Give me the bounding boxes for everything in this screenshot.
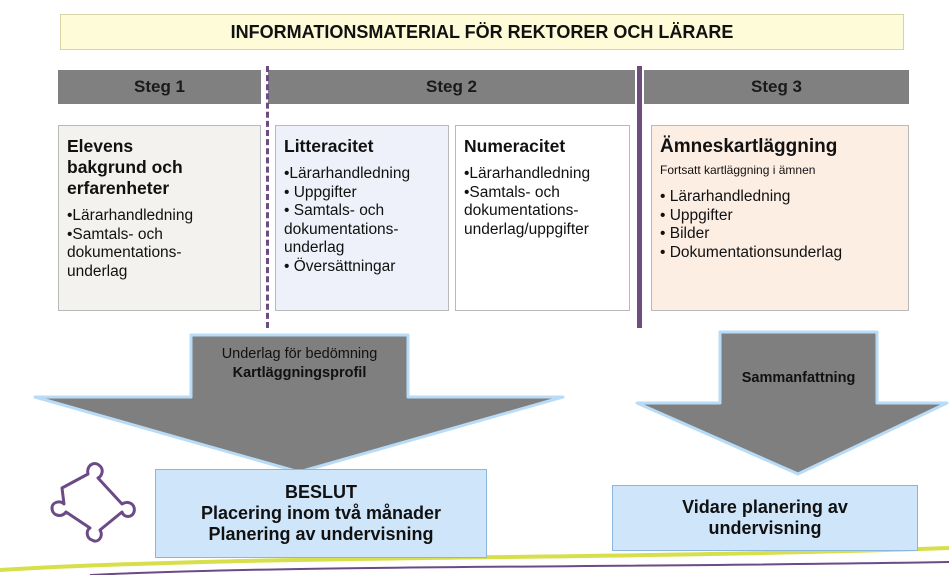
arrow-label-line-bold: Kartläggningsprofil — [232, 365, 367, 381]
main-title-box: INFORMATIONSMATERIAL FÖR REKTORER OCH LÄ… — [60, 14, 904, 50]
step-divider-dashed — [266, 66, 269, 328]
list-item: • Dokumentationsunderlag — [660, 243, 843, 261]
list-item: •Samtals- och — [67, 225, 163, 243]
card-numeracitet: Numeracitet •Lärarhandledning •Samtals- … — [455, 125, 630, 311]
step-1-header: Steg 1 — [58, 70, 261, 104]
left-arrow-shape — [33, 333, 565, 474]
list-item: underlag/uppgifter — [464, 220, 589, 238]
arrow-label-text: Sammanfattning — [741, 370, 856, 386]
list-item: underlag — [284, 239, 345, 256]
list-item: • Översättningar — [284, 257, 396, 275]
list-item: • Samtals- och — [284, 202, 385, 219]
left-arrow-label: Underlag för bedömning Kartläggningsprof… — [191, 345, 408, 383]
card-title: Numeracitet — [464, 136, 566, 156]
list-item: dokumentations- — [67, 244, 182, 261]
list-item: dokumentations- — [284, 220, 399, 238]
card-title: Ämneskartläggning — [660, 136, 838, 157]
main-title: INFORMATIONSMATERIAL FÖR REKTORER OCH LÄ… — [230, 21, 734, 42]
result-box-vidare-planering: Vidare planering av undervisning — [612, 485, 918, 551]
step-divider-solid — [637, 66, 642, 328]
list-item: • Bilder — [660, 225, 710, 242]
card-title: Elevens bakgrund och erfarenheter — [67, 136, 252, 199]
result-box-beslut: BESLUT Placering inom två månader Planer… — [155, 469, 487, 558]
card-elevens-bakgrund: Elevens bakgrund och erfarenheter •Lärar… — [58, 125, 261, 311]
card-subtitle: Fortsatt kartläggning i ämnen — [660, 163, 816, 177]
right-arrow-shape — [635, 330, 949, 476]
result-line: Planering av undervisning — [208, 524, 434, 544]
list-item: •Lärarhandledning — [464, 165, 591, 182]
card-title-line: erfarenheter — [67, 178, 170, 198]
step-2-label: Steg 2 — [425, 77, 478, 96]
puzzle-piece-icon — [50, 462, 136, 543]
card-amneskartlaggning: Ämneskartläggning Fortsatt kartläggning … — [651, 125, 909, 311]
card-title: Litteracitet — [284, 136, 374, 156]
list-item: • Uppgifter — [284, 183, 357, 201]
list-item: •Lärarhandledning — [67, 207, 194, 224]
card-litteracitet: Litteracitet •Lärarhandledning • Uppgift… — [275, 125, 449, 311]
result-line: BESLUT — [285, 482, 357, 502]
list-item: •Samtals- och — [464, 183, 560, 201]
step-1-label: Steg 1 — [133, 77, 186, 96]
step-2-header: Steg 2 — [268, 70, 635, 104]
result-line: Vidare planering av — [682, 497, 848, 517]
right-arrow-label: Sammanfattning — [716, 369, 881, 388]
list-item: • Lärarhandledning — [660, 188, 791, 205]
list-item: •Lärarhandledning — [284, 165, 411, 182]
card-title-line: Elevens — [67, 136, 134, 156]
arrow-label-line: Underlag för bedömning — [221, 346, 378, 362]
card-title-line: bakgrund och — [67, 157, 183, 177]
step-3-header: Steg 3 — [644, 70, 909, 104]
bottom-swoosh-purple — [89, 561, 949, 575]
result-line: undervisning — [708, 518, 822, 538]
result-line: Placering inom två månader — [200, 503, 442, 523]
list-item: dokumentations- — [464, 202, 579, 219]
list-item: • Uppgifter — [660, 206, 733, 224]
step-3-label: Steg 3 — [750, 77, 803, 96]
list-item: underlag — [67, 262, 128, 280]
